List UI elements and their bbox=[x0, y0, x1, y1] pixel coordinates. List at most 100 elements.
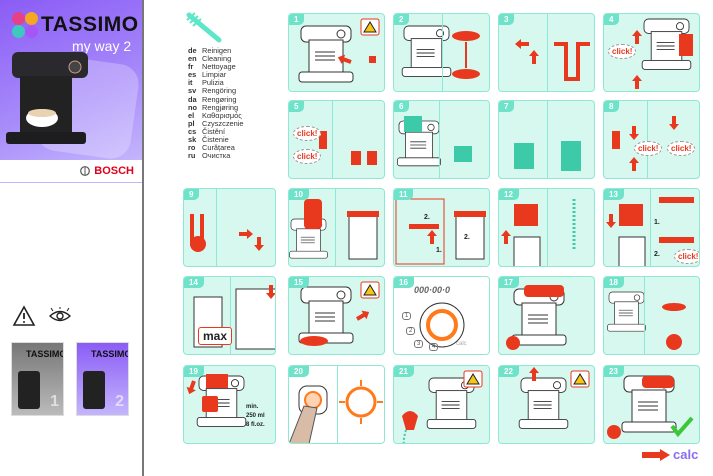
step-label: 2 bbox=[406, 327, 416, 335]
step-label: max bbox=[198, 327, 233, 345]
step-label: click! bbox=[634, 141, 663, 156]
step-number: 22 bbox=[499, 366, 519, 377]
step-number: 13 bbox=[604, 189, 624, 200]
panel-divider bbox=[643, 277, 646, 354]
step-number: 5 bbox=[289, 101, 305, 112]
step-panel-9: 9 bbox=[183, 188, 276, 267]
language-label: Pulizia bbox=[202, 78, 224, 88]
panel-divider bbox=[546, 189, 548, 266]
language-label: Rengjøring bbox=[202, 102, 239, 112]
step-label: click! bbox=[293, 126, 322, 141]
warning-icon bbox=[12, 305, 36, 326]
language-label: Curățarea bbox=[202, 143, 235, 153]
language-label: Reinigen bbox=[202, 46, 232, 55]
language-label: Cleaning bbox=[202, 54, 232, 64]
language-code: el bbox=[188, 110, 195, 120]
language-code: ro bbox=[188, 143, 196, 153]
red-arrow-icon bbox=[266, 285, 275, 299]
red-arrow-icon bbox=[529, 367, 539, 381]
step-illustration bbox=[514, 141, 581, 171]
step-label: calc bbox=[456, 341, 467, 347]
cleaning-brush-icon bbox=[186, 12, 222, 43]
step-illustration bbox=[501, 199, 576, 266]
coffee-machine-drawing bbox=[298, 25, 354, 83]
step-label: 3 bbox=[414, 340, 424, 348]
language-label: Limpiar bbox=[202, 70, 227, 80]
red-arrow-icon bbox=[427, 230, 437, 244]
language-item: de Reinigen bbox=[188, 46, 243, 55]
language-label: Очистка bbox=[202, 151, 231, 161]
warning-icon bbox=[463, 370, 483, 388]
step-label: 250 ml bbox=[246, 413, 265, 419]
step-illustration bbox=[319, 131, 377, 165]
step-illustration bbox=[612, 116, 679, 171]
red-arrow-icon bbox=[254, 237, 264, 251]
bosch-band: BOSCH bbox=[0, 160, 143, 183]
booklet-number: 1 bbox=[50, 393, 59, 410]
step-panel-15: 15 bbox=[288, 276, 385, 355]
safety-icons bbox=[12, 305, 72, 327]
red-arrow-icon bbox=[632, 75, 642, 89]
step-panel-20: 20 bbox=[288, 365, 385, 444]
model-name: my way 2 bbox=[72, 38, 132, 54]
step-illustration bbox=[506, 285, 567, 350]
step-illustration bbox=[193, 285, 275, 350]
step-label: 000·00·0 bbox=[414, 285, 451, 295]
language-code: it bbox=[188, 78, 193, 88]
step-number: 2 bbox=[394, 14, 410, 25]
coffee-machine-drawing bbox=[511, 288, 567, 346]
booklet-1[interactable]: TASSIMO 1 bbox=[11, 342, 64, 416]
step-number: 11 bbox=[394, 189, 414, 200]
step-illustration bbox=[289, 380, 383, 443]
language-code: sk bbox=[188, 135, 197, 145]
step-label: 2. bbox=[654, 251, 660, 258]
language-code: de bbox=[188, 46, 197, 55]
step-number: 4 bbox=[604, 14, 620, 25]
panel-divider bbox=[334, 189, 337, 266]
step-number: 7 bbox=[499, 101, 515, 112]
warning-icon bbox=[570, 370, 590, 388]
language-code: no bbox=[188, 102, 198, 112]
step-number: 21 bbox=[394, 366, 414, 377]
language-code: cs bbox=[188, 126, 197, 136]
step-label: min. bbox=[246, 404, 259, 410]
red-arrow-icon bbox=[186, 380, 196, 395]
step-panel-23: 23 bbox=[603, 365, 700, 444]
step-illustration bbox=[607, 291, 686, 350]
step-number: 15 bbox=[289, 277, 309, 288]
step-illustration bbox=[401, 25, 480, 79]
step-number: 16 bbox=[394, 277, 414, 288]
coffee-machine-drawing bbox=[607, 291, 646, 332]
language-code: sv bbox=[188, 86, 197, 96]
step-number: 20 bbox=[289, 366, 309, 377]
red-arrow-icon bbox=[337, 54, 352, 64]
step-illustration bbox=[186, 374, 247, 427]
coffee-machine-drawing bbox=[298, 286, 354, 344]
booklet-number: 2 bbox=[115, 393, 124, 410]
step-number: 10 bbox=[289, 189, 309, 200]
step-illustration bbox=[190, 214, 264, 252]
language-label: Čistenie bbox=[202, 135, 229, 145]
warning-icon bbox=[360, 281, 380, 299]
step-panel-12: 12 bbox=[498, 188, 595, 267]
step-illustration bbox=[298, 281, 380, 346]
eye-icon bbox=[48, 307, 72, 322]
language-item: no Rengjøring bbox=[188, 102, 243, 112]
language-label: Rengøring bbox=[202, 94, 237, 104]
panel-divider bbox=[336, 366, 338, 443]
step-number: 14 bbox=[184, 277, 204, 288]
step-panel-22: 22 bbox=[498, 365, 595, 444]
language-code: fr bbox=[188, 62, 194, 72]
language-item: sk Čistenie bbox=[188, 135, 243, 145]
panel-divider bbox=[646, 101, 649, 178]
step-panel-2: 2 bbox=[393, 13, 490, 92]
next-calc-link[interactable]: calc bbox=[642, 447, 698, 462]
tassimo-logo: TASSIMO bbox=[12, 12, 139, 38]
fold-line bbox=[142, 0, 144, 476]
booklet-2[interactable]: TASSIMO 2 bbox=[76, 342, 129, 416]
